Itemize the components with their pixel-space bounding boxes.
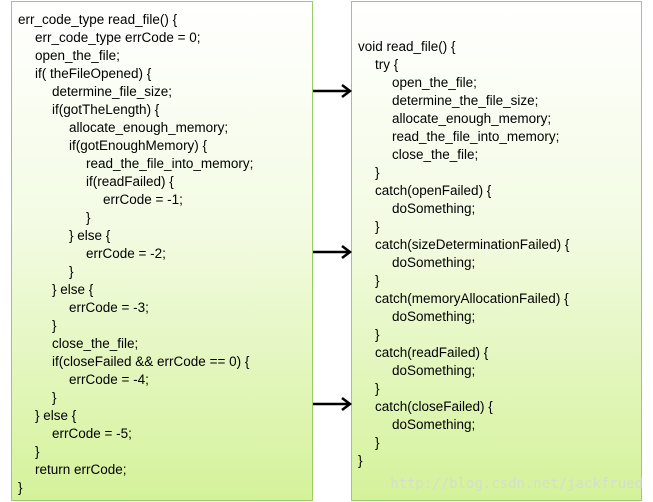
code-line: determine_file_size;: [52, 84, 173, 99]
left-code-panel: err_code_type read_file() { err_code_type…: [11, 1, 313, 501]
code-line: doSomething;: [392, 255, 476, 270]
code-line: doSomething;: [392, 363, 476, 378]
code-line: }: [52, 390, 57, 405]
code-line: doSomething;: [392, 309, 476, 324]
code-line: err_code_type read_file() {: [18, 12, 178, 27]
code-line: close_the_file;: [392, 147, 479, 162]
code-line: }: [69, 264, 74, 279]
code-line: if( theFileOpened) {: [35, 66, 152, 81]
code-line: errCode = -4;: [69, 372, 149, 387]
code-line: read_the_file_into_memory;: [392, 129, 560, 144]
watermark: http://blog.csdn.net/jackfrued: [390, 476, 643, 492]
code-line: if(gotTheLength) {: [52, 102, 160, 117]
exception-version-code: void read_file() { try { open_the_file;det…: [358, 38, 569, 470]
code-line: }: [375, 165, 380, 180]
code-line: errCode = -5;: [52, 426, 132, 441]
code-line: }: [35, 444, 40, 459]
code-line: if(readFailed) {: [86, 174, 174, 189]
code-line: }: [375, 219, 380, 234]
code-line: }: [358, 453, 363, 468]
code-line: err_code_type errCode = 0;: [35, 30, 201, 45]
code-line: }: [375, 273, 380, 288]
code-line: catch(memoryAllocationFailed) {: [375, 291, 569, 306]
code-line: open_the_file;: [392, 75, 477, 90]
code-line: }: [18, 480, 23, 495]
code-line: } else {: [69, 228, 111, 243]
code-line: catch(closeFailed) {: [375, 399, 493, 414]
code-line: catch(readFailed) {: [375, 345, 489, 360]
code-line: try {: [375, 57, 399, 72]
arrow-right-icon: [313, 84, 353, 98]
code-line: doSomething;: [392, 417, 476, 432]
code-line: }: [86, 210, 91, 225]
code-line: void read_file() {: [358, 39, 456, 54]
code-line: }: [375, 327, 380, 342]
code-line: } else {: [52, 282, 94, 297]
code-line: close_the_file;: [52, 336, 139, 351]
code-line: }: [375, 435, 380, 450]
code-line: determine_the_file_size;: [392, 93, 539, 108]
code-line: errCode = -2;: [86, 246, 166, 261]
code-line: catch(openFailed) {: [375, 183, 492, 198]
arrow-right-icon: [313, 245, 353, 259]
code-line: doSomething;: [392, 201, 476, 216]
code-line: allocate_enough_memory;: [392, 111, 552, 126]
code-line: allocate_enough_memory;: [69, 120, 229, 135]
error-code-version-code: err_code_type read_file() { err_code_type…: [18, 11, 253, 497]
code-line: if(gotEnoughMemory) {: [69, 138, 208, 153]
code-line: errCode = -3;: [69, 300, 149, 315]
code-line: open_the_file;: [35, 48, 120, 63]
code-line: if(closeFailed && errCode == 0) {: [52, 354, 250, 369]
right-code-panel: void read_file() { try { open_the_file;det…: [351, 1, 642, 501]
arrow-right-icon: [313, 397, 353, 411]
code-line: }: [52, 318, 57, 333]
code-line: }: [375, 381, 380, 396]
code-line: return errCode;: [35, 462, 127, 477]
code-line: read_the_file_into_memory;: [86, 156, 254, 171]
code-line: } else {: [35, 408, 77, 423]
code-line: errCode = -1;: [103, 192, 183, 207]
code-line: catch(sizeDeterminationFailed) {: [375, 237, 570, 252]
